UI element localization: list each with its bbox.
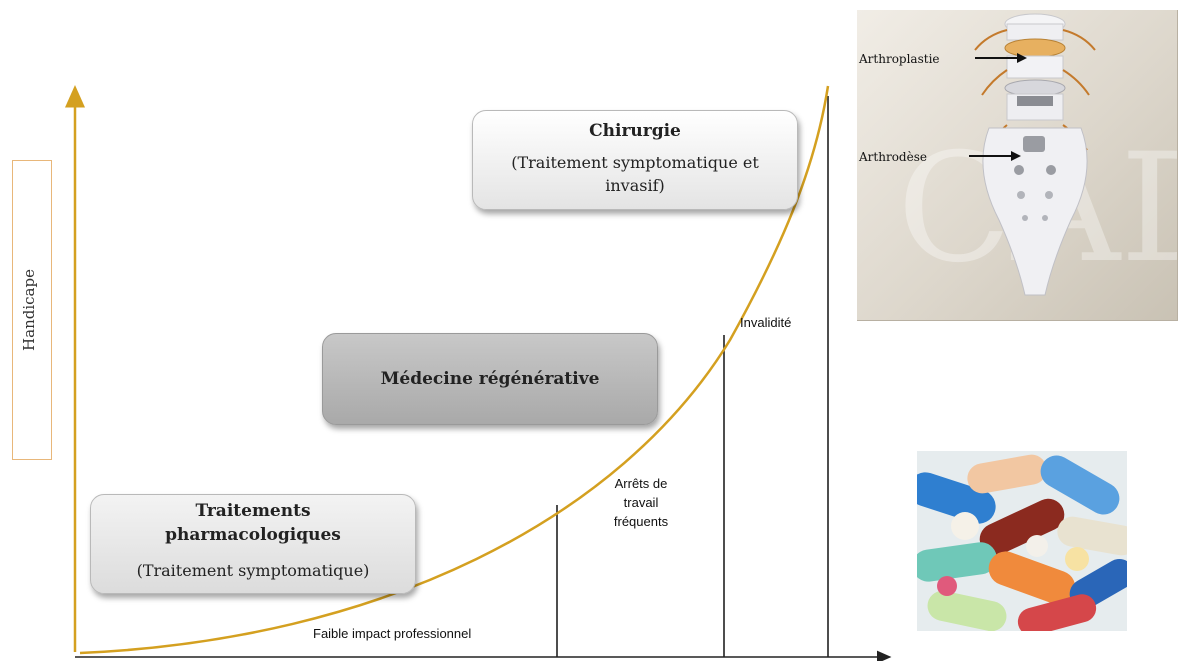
handicap-curve [79,85,830,655]
arthrodese-label: Arthrodèse [859,150,927,164]
traitements-pharmacologiques-box: Traitements pharmacologiques (Traitement… [90,494,416,594]
pills-illustration [917,451,1127,631]
spine-illustration: CAD [897,13,1177,296]
zone-label-faible-impact: Faible impact professionnel [313,626,472,641]
traitements-pharmacologiques-title: Traitements pharmacologiques [165,501,341,545]
y-axis-label-box [12,160,52,460]
zone-label-invalidite: Invalidité [740,315,792,330]
chirurgie-box: Chirurgie (Traitement symptomatique et i… [472,110,798,210]
traitements-pharmacologiques-subtitle: (Traitement symptomatique) [136,561,370,580]
chirurgie-title: Chirurgie [589,121,681,141]
y-axis-label: Handicape [20,269,38,351]
arthroplastie-label: Arthroplastie [859,52,940,66]
chirurgie-subtitle: (Traitement symptomatique et invasif) [511,153,759,195]
spine-photo: CAD Arthroplastie Arthrodèse [857,10,1178,321]
medecine-regenerative-box: Médecine régénérative [322,333,658,425]
medecine-regenerative-title: Médecine régénérative [380,369,600,389]
pills-photo [917,451,1127,631]
zone-label-arrets-travail: Arrêts de travail fréquents [613,476,669,529]
